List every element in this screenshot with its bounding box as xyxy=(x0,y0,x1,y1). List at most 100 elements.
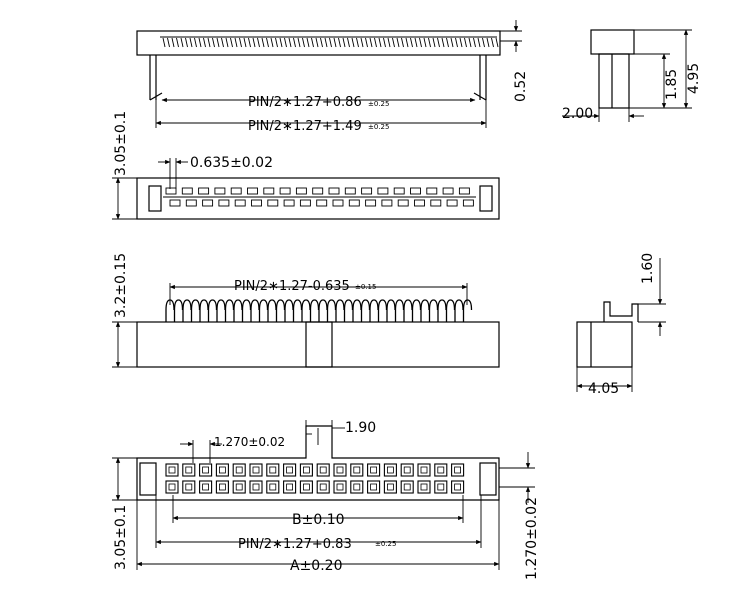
pin-tail xyxy=(394,299,405,322)
front-right-post xyxy=(479,185,493,212)
pin-tail xyxy=(207,299,218,322)
top-tooth xyxy=(243,37,247,48)
bottom-pin-hole xyxy=(319,466,327,474)
front-slot-lower xyxy=(185,199,197,207)
bottom-pin-hole xyxy=(336,483,344,491)
front-left-post xyxy=(148,185,162,212)
front-view: 0.635±0.02 3.05±0.1 xyxy=(112,111,500,220)
top-tooth xyxy=(176,37,179,48)
bottom-pin-pad xyxy=(451,480,465,494)
bottom-pin-pad xyxy=(333,480,347,494)
bottom-pin-hole xyxy=(202,466,210,474)
side-pin-lead xyxy=(603,301,639,322)
top-tooth xyxy=(446,37,449,48)
top-tooth xyxy=(194,37,197,48)
top-tooth xyxy=(162,37,166,48)
pin-tail xyxy=(369,299,379,322)
top-tooth xyxy=(275,37,278,48)
top-tooth xyxy=(216,37,220,48)
bottom-pin-hole xyxy=(437,466,445,474)
top-outer-dim-label: PIN/2∗1.27+1.49 xyxy=(248,119,362,134)
bottom-pin-pad xyxy=(417,463,431,477)
front-slot-upper xyxy=(279,187,291,195)
top-tooth xyxy=(360,37,364,48)
top-tooth xyxy=(207,37,211,48)
bottom-pin-pad xyxy=(215,480,229,494)
front-slot-lower xyxy=(283,199,295,207)
top-tooth xyxy=(171,37,175,48)
bottom-pin-hole xyxy=(252,466,260,474)
front-slot-lower xyxy=(381,199,393,207)
top-tooth xyxy=(365,37,368,48)
bottom-pin-pad xyxy=(417,480,431,494)
bottom-pin-hole xyxy=(370,483,378,491)
top-tooth xyxy=(450,37,454,48)
front-body xyxy=(136,177,500,220)
pin-tail xyxy=(173,299,184,322)
front-slot-upper xyxy=(230,187,242,195)
top-tooth xyxy=(351,37,355,48)
top-tooth xyxy=(342,37,346,48)
bottom-pin-hole xyxy=(168,466,176,474)
bottom-pin-hole xyxy=(235,466,243,474)
pin-tail xyxy=(445,299,456,322)
bottom-pin-pad xyxy=(182,480,196,494)
bottom-pin-grid xyxy=(165,463,465,494)
bottom-pin-pad xyxy=(333,463,347,477)
side-lower-dim-label: 1.85 xyxy=(664,69,680,100)
bottom-body xyxy=(136,425,500,501)
front-slot-upper xyxy=(442,187,454,195)
pin-tail xyxy=(275,299,286,322)
bottom-right-latch xyxy=(479,462,497,496)
pin-tail xyxy=(241,299,252,322)
bottom-pin-hole xyxy=(235,483,243,491)
pin-tail xyxy=(437,299,447,322)
front-slot-upper xyxy=(295,187,307,195)
top-height-label: 0.52 xyxy=(513,71,529,102)
pin-span-tol: ±0.15 xyxy=(355,283,376,291)
top-tooth xyxy=(189,37,193,48)
pin-tail xyxy=(343,299,354,322)
side-pin-body xyxy=(576,321,633,368)
top-tooth xyxy=(203,37,206,48)
bottom-pin-pad xyxy=(266,480,280,494)
top-body xyxy=(136,30,501,56)
front-slot-upper xyxy=(410,187,421,195)
top-tooth xyxy=(486,37,490,48)
side-body-lower xyxy=(598,53,630,109)
pin-tail xyxy=(250,299,260,322)
top-tooth xyxy=(477,37,481,48)
top-tooth xyxy=(266,37,269,48)
bottom-pin-pad xyxy=(232,463,246,477)
pin-height-label: 3.2±0.15 xyxy=(113,253,129,318)
top-tooth xyxy=(428,37,431,48)
pin-tail xyxy=(386,299,396,322)
top-right-latch xyxy=(473,55,487,101)
front-slot-lower xyxy=(414,199,425,207)
front-slot-upper xyxy=(165,187,177,195)
pin-tail xyxy=(428,299,439,322)
top-tooth xyxy=(432,37,436,48)
pin-tail xyxy=(377,299,388,322)
top-tooth xyxy=(180,37,184,48)
bottom-pin-hole xyxy=(420,466,428,474)
top-tooth xyxy=(311,37,314,48)
bottom-pin-pad xyxy=(316,463,330,477)
top-tooth xyxy=(387,37,391,48)
top-tooth xyxy=(324,37,328,48)
bottom-pin-pad xyxy=(383,463,397,477)
bottom-pin-pad xyxy=(165,463,179,477)
bottom-pin-hole xyxy=(185,483,193,491)
pin-tail xyxy=(182,299,192,322)
pin-tail xyxy=(199,299,209,322)
pin-tail xyxy=(216,299,226,322)
top-tooth xyxy=(288,37,292,48)
pin-tail xyxy=(284,299,294,322)
top-tooth xyxy=(212,37,215,48)
top-tooth xyxy=(257,37,260,48)
pin-tail xyxy=(326,299,337,322)
top-tooth xyxy=(455,37,458,48)
top-tooth xyxy=(495,37,499,48)
bottom-pin-hole xyxy=(218,483,226,491)
